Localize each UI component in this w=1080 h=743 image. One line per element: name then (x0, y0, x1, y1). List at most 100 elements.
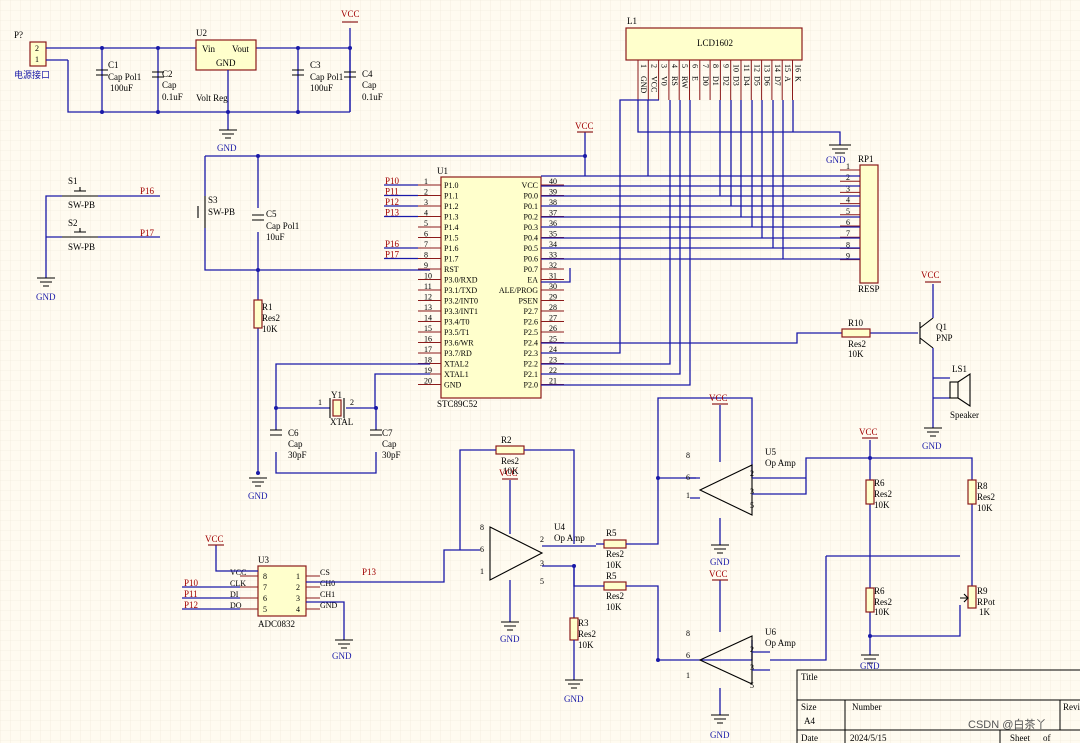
mcu-pin-number: 11 (424, 282, 432, 291)
svg-text:Res2: Res2 (977, 492, 995, 502)
cap-c1[interactable]: C1 Cap Pol1 100uF (96, 60, 141, 93)
svg-text:SW-PB: SW-PB (68, 200, 95, 210)
opamp-u5[interactable]: U5 Op Amp 8 6 1 2 3 5 (686, 447, 796, 516)
lcd-pin-signal: D0 (701, 76, 710, 86)
mcu-pin-number: 8 (424, 251, 428, 260)
svg-text:GND: GND (710, 557, 730, 567)
resistor-r6-a[interactable]: R6 Res2 10K (865, 478, 892, 510)
adc-pin-number: 8 (263, 572, 267, 581)
cap-c2[interactable]: C2 Cap 0.1uF (152, 69, 183, 102)
mcu-pin-number: 15 (424, 324, 432, 333)
cap-c5[interactable]: C5 Cap Pol1 10uF (252, 209, 299, 242)
svg-text:Op Amp: Op Amp (765, 638, 796, 648)
opamp-u4[interactable]: U4 Op Amp 8 6 1 2 3 5 (480, 522, 585, 586)
speaker-ls1[interactable]: LS1 Speaker (949, 364, 979, 420)
resistor-r1[interactable]: R1 Res2 10K (253, 299, 280, 334)
mcu-pin-name: P0.7 (524, 265, 538, 274)
svg-text:10uF: 10uF (266, 232, 285, 242)
potentiometer-r9[interactable]: R9 RPot 1K (960, 585, 996, 617)
resistor-r6-b[interactable]: R6 Res2 10K (865, 586, 892, 617)
svg-text:RP1: RP1 (858, 154, 874, 164)
adc-pin-name: CS (320, 568, 330, 577)
switch-s3[interactable]: S3 SW-PB (197, 195, 235, 228)
gnd-symbol: GND (217, 129, 237, 153)
lcd-pin-signal: D3 (732, 76, 741, 86)
switch-s1[interactable]: S1 SW-PB P16 (62, 176, 155, 210)
svg-text:LS1: LS1 (952, 364, 967, 374)
opamp-u6[interactable]: U6 Op Amp 8 6 1 2 3 5 (686, 627, 796, 690)
gnd-symbol: GND (564, 679, 584, 704)
lcd1602[interactable]: L1 LCD1602 1GND2VCC3V04RS5RW6E7D08D19D21… (625, 16, 803, 100)
mcu-net-label: P17 (385, 250, 400, 260)
svg-text:Cap Pol1: Cap Pol1 (108, 72, 141, 82)
svg-text:VCC: VCC (709, 569, 728, 579)
svg-text:10K: 10K (977, 503, 993, 513)
svg-text:10K: 10K (874, 607, 890, 617)
cap-c6[interactable]: C6 Cap 30pF (270, 428, 307, 460)
svg-text:Res2: Res2 (501, 456, 519, 466)
cap-c7[interactable]: C7 Cap 30pF (370, 428, 401, 460)
mcu-pin-number: 13 (424, 303, 432, 312)
svg-text:GND: GND (216, 58, 236, 68)
lcd-pin-signal: D1 (711, 76, 720, 86)
vcc-symbol: VCC (341, 9, 360, 23)
date-label: Date (801, 733, 818, 743)
svg-text:R3: R3 (578, 618, 589, 628)
mcu-pin-number: 35 (549, 230, 557, 239)
mcu-pin-number: 25 (549, 335, 557, 344)
respack-pin-number: 6 (846, 218, 850, 227)
adc-pin-name: GND (320, 601, 338, 610)
svg-text:Speaker: Speaker (950, 410, 979, 420)
mcu-pin-name: P0.5 (524, 244, 538, 253)
gnd-symbol: GND (860, 654, 880, 671)
mcu-pin-number: 32 (549, 261, 557, 270)
lcd-pin-number: 2 (649, 64, 658, 68)
power-connector[interactable] (29, 41, 47, 67)
lcd-pin-number: 13 (763, 64, 772, 72)
cap-c4[interactable]: C4 Cap 0.1uF (344, 69, 383, 102)
svg-text:R5: R5 (606, 528, 617, 538)
adc-pin-number: 7 (263, 583, 267, 592)
svg-text:C3: C3 (310, 60, 321, 70)
transistor-q1[interactable]: Q1 PNP (919, 317, 953, 349)
mcu-pin-name: P2.6 (524, 318, 538, 327)
mcu-pin-number: 23 (549, 356, 557, 365)
lcd-pin-number: 3 (660, 64, 669, 68)
power-connector-pin: 2 (35, 44, 39, 53)
svg-text:C1: C1 (108, 60, 119, 70)
svg-text:Res2: Res2 (848, 339, 866, 349)
vcc-symbol: VCC (575, 121, 594, 133)
mcu-pin-number: 10 (424, 272, 432, 281)
svg-text:GND: GND (217, 143, 237, 153)
svg-text:U5: U5 (765, 447, 776, 457)
lcd-pin-number: 10 (732, 64, 741, 72)
crystal-y1[interactable]: Y1 XTAL 1 2 (318, 390, 354, 427)
mcu-pin-name: P0.4 (524, 234, 538, 243)
resistor-r10[interactable]: R10 Res2 10K (841, 318, 871, 359)
svg-text:Op Amp: Op Amp (765, 458, 796, 468)
svg-text:U6: U6 (765, 627, 776, 637)
mcu-pin-number: 7 (424, 240, 428, 249)
svg-text:30pF: 30pF (382, 450, 401, 460)
mcu-pin-number: 22 (549, 366, 557, 375)
cap-c3[interactable]: C3 Cap Pol1 100uF (292, 60, 343, 93)
mcu-pin-name: PSEN (518, 297, 538, 306)
mcu-net-label: P13 (385, 208, 400, 218)
svg-text:VCC: VCC (859, 427, 878, 437)
adc-pin-number: 1 (296, 572, 300, 581)
mcu-pin-name: P3.2/INT0 (444, 297, 478, 306)
mcu-pin-number: 9 (424, 261, 428, 270)
svg-text:Res2: Res2 (578, 629, 596, 639)
svg-text:8: 8 (686, 451, 690, 460)
switch-s2[interactable]: S2 SW-PB P17 (62, 218, 155, 252)
mcu-pin-number: 26 (549, 324, 557, 333)
mcu-pin-name: P2.1 (524, 370, 538, 379)
vcc-symbol: VCC (921, 270, 941, 283)
mcu-pin-number: 2 (424, 188, 428, 197)
regulator-u2[interactable] (195, 39, 257, 71)
svg-text:GND: GND (36, 292, 56, 302)
mcu-pin-name: P0.3 (524, 223, 538, 232)
resistor-r8[interactable]: R8 Res2 10K (967, 479, 995, 513)
